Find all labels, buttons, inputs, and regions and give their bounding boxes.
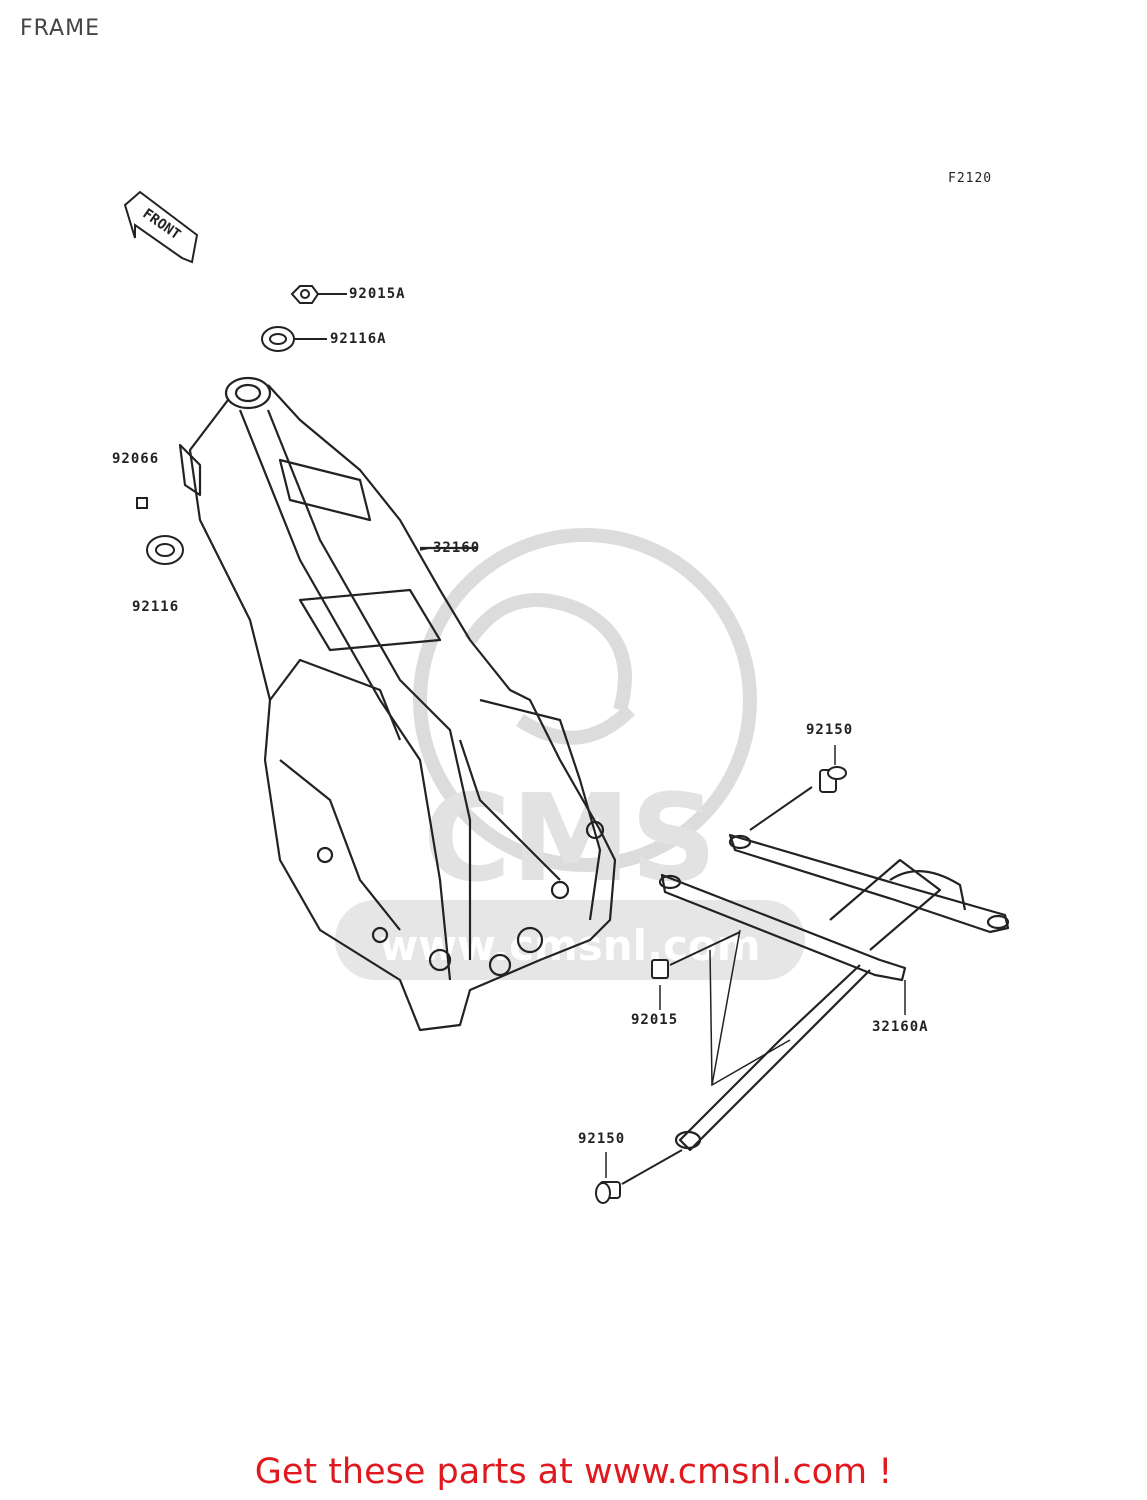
- bolt-92150-lower-icon: [595, 1149, 683, 1204]
- label-92015: 92015: [631, 1012, 679, 1028]
- frame-32160: [178, 376, 617, 1032]
- front-arrow-icon: FRONT: [123, 190, 199, 264]
- bearing-92116-icon: [146, 535, 184, 565]
- page-title: FRAME: [20, 16, 100, 41]
- pin-92066-icon: [136, 497, 148, 509]
- label-32160: 32160: [433, 540, 481, 556]
- leader-lines: [419, 547, 906, 1178]
- label-32160a: 32160A: [872, 1019, 929, 1035]
- label-92150-lower: 92150: [578, 1131, 626, 1147]
- watermark-cms: CMS www.cmsnl.com: [335, 770, 805, 980]
- label-92150-upper: 92150: [806, 722, 854, 738]
- label-92116a: 92116A: [330, 331, 387, 347]
- figure-code: F2120: [948, 171, 993, 186]
- watermark-url-text: www.cmsnl.com: [379, 921, 760, 970]
- bearing-92116a-icon: [261, 326, 327, 352]
- label-92116: 92116: [132, 599, 180, 615]
- nut-92015a-icon: [290, 285, 347, 304]
- promo-banner-link[interactable]: Get these parts at www.cmsnl.com !: [254, 1452, 893, 1492]
- bolt-92150-upper-icon: [749, 766, 847, 831]
- subframe-32160a: [658, 833, 1010, 1152]
- label-92015a: 92015A: [349, 286, 406, 302]
- watermark-cms-text: CMS: [423, 770, 717, 909]
- nut-92015-icon: [651, 931, 741, 979]
- label-92066: 92066: [112, 451, 160, 467]
